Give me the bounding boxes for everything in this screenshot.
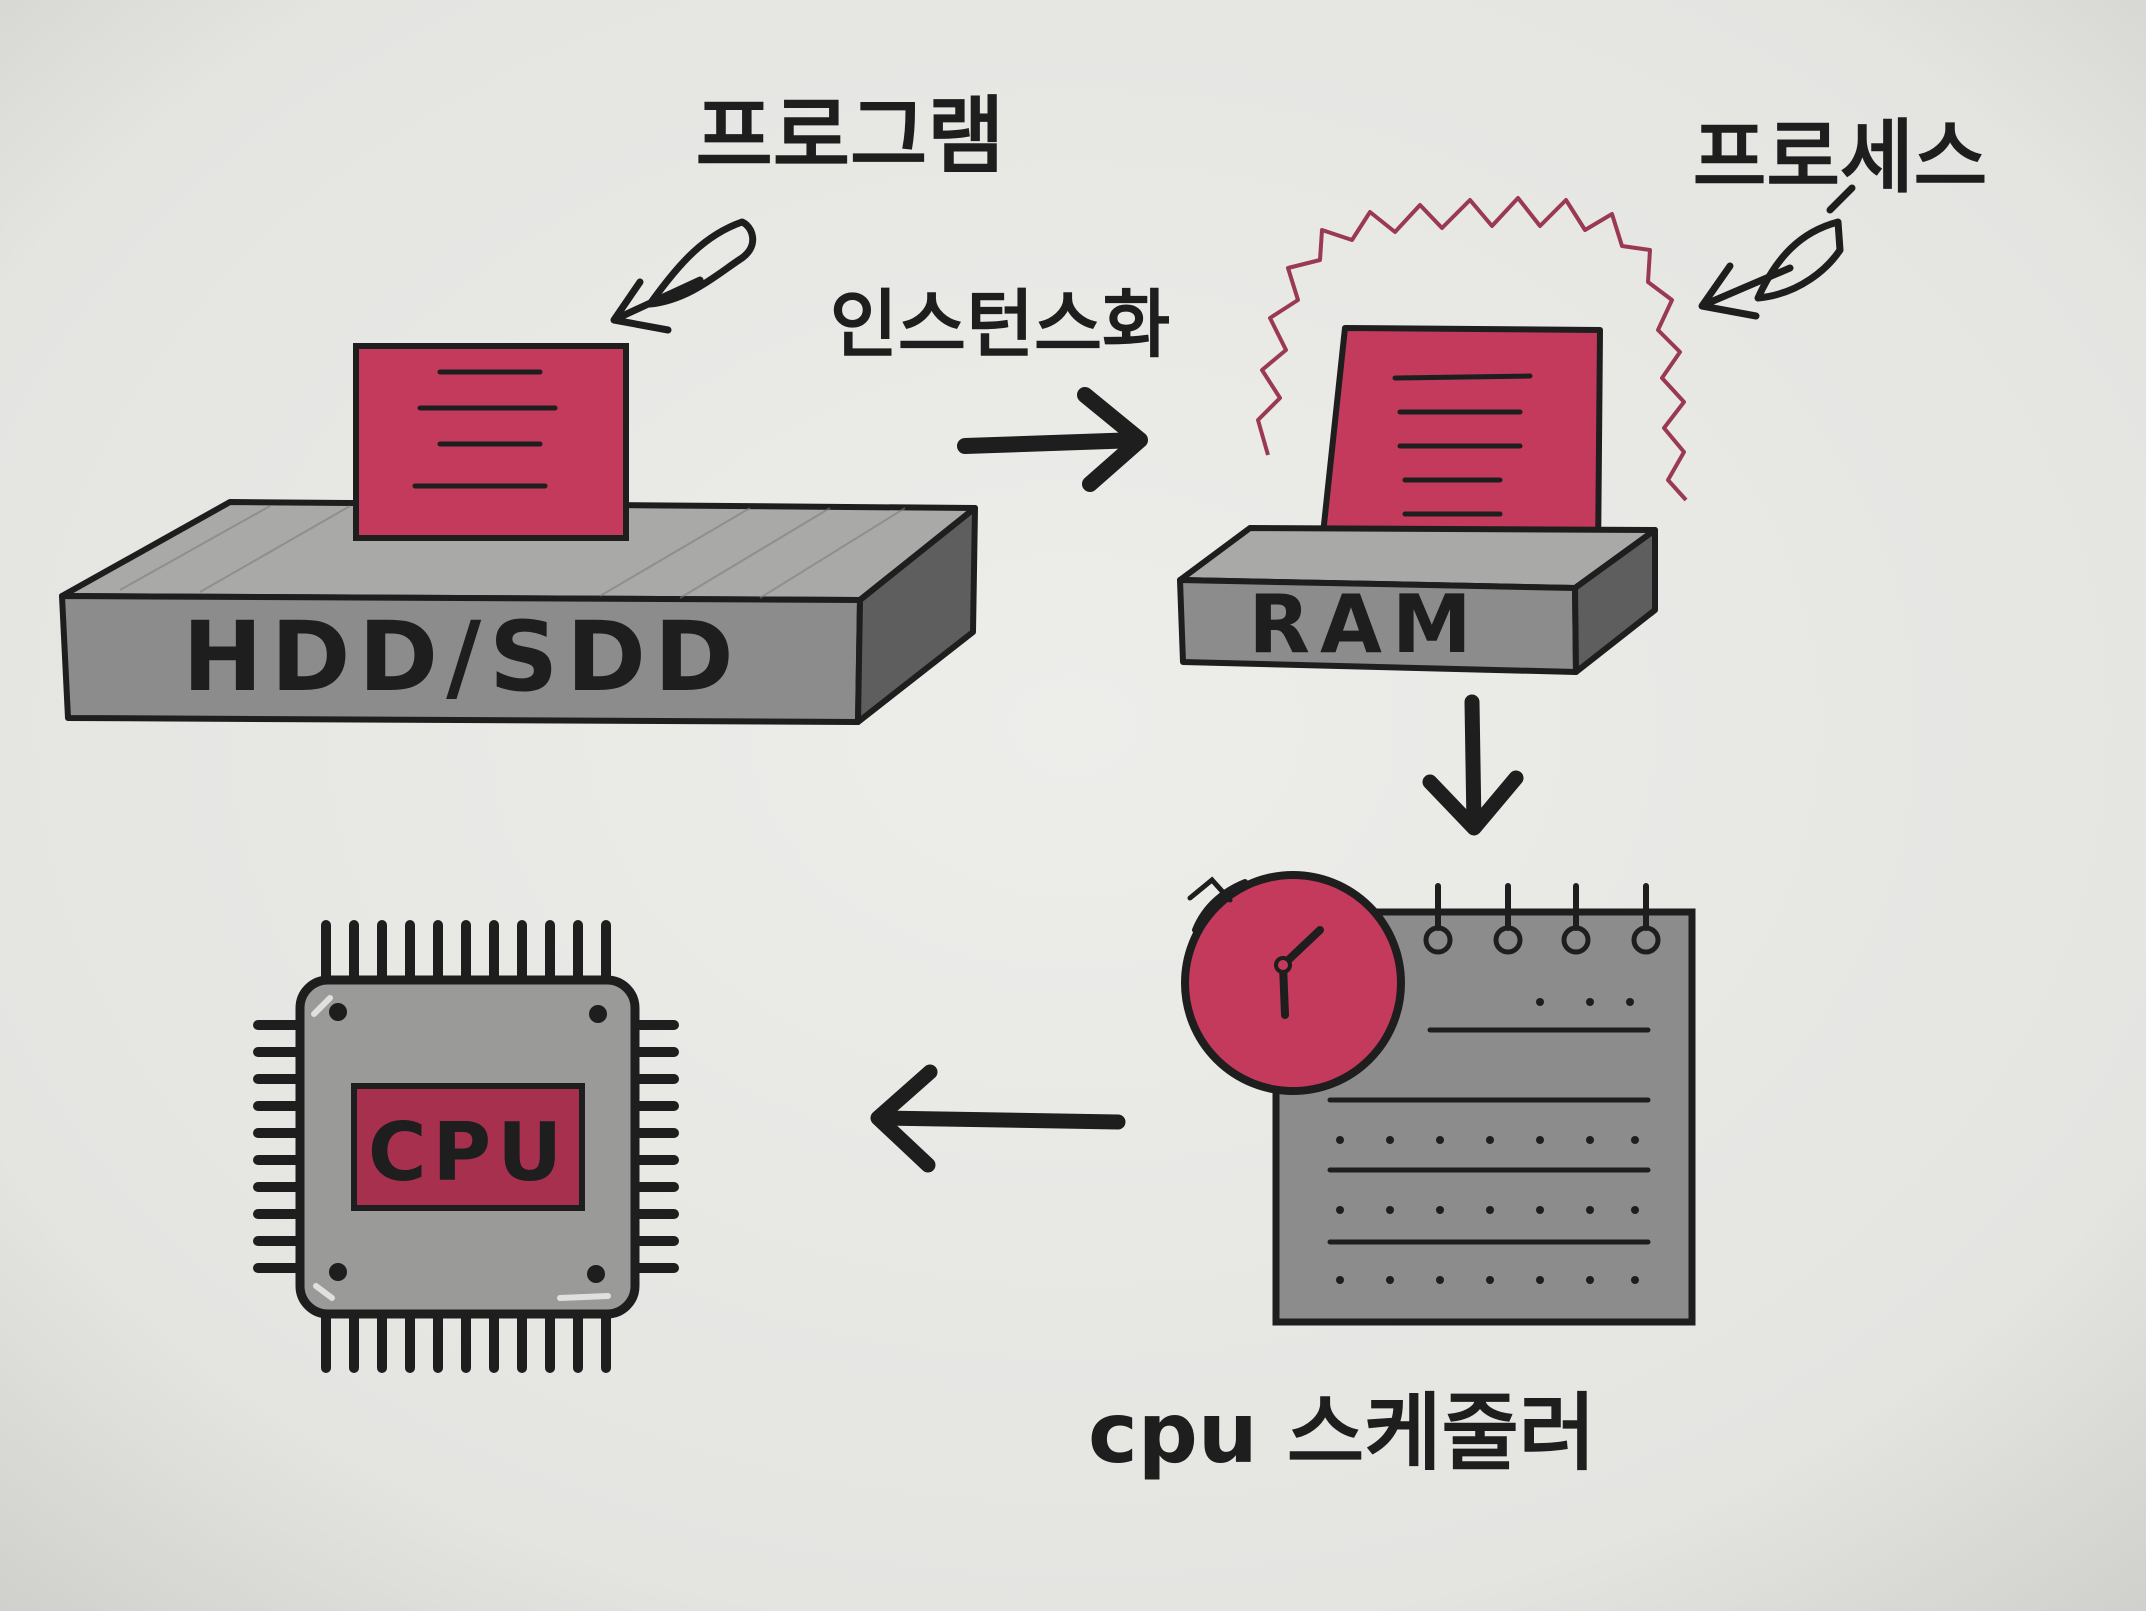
ram-module-icon	[1177, 525, 1658, 675]
cpu-chip-icon	[253, 920, 679, 1373]
storage-label: HDD/SDD	[182, 601, 741, 713]
ram-label: RAM	[1248, 578, 1481, 671]
arrow-left-icon	[870, 1064, 1126, 1173]
instantiation-label: 인스턴스화	[830, 282, 1170, 368]
arrow-down-icon	[1422, 694, 1524, 836]
process-label: 프로세스	[1693, 111, 1987, 204]
storage-drive-icon	[59, 499, 978, 725]
calendar-clock-icon	[1181, 871, 1696, 1326]
document-icon	[353, 343, 629, 541]
document-icon	[1317, 325, 1603, 565]
pointer-arrow-process	[1698, 184, 1856, 320]
arrow-right-icon	[957, 387, 1148, 492]
cpu-label: CPU	[368, 1106, 568, 1199]
scheduler-label: cpu 스케줄러	[1088, 1384, 1596, 1482]
process-glow	[1256, 196, 1688, 502]
program-label: 프로그램	[695, 87, 1004, 185]
pointer-arrow-program	[610, 218, 757, 334]
